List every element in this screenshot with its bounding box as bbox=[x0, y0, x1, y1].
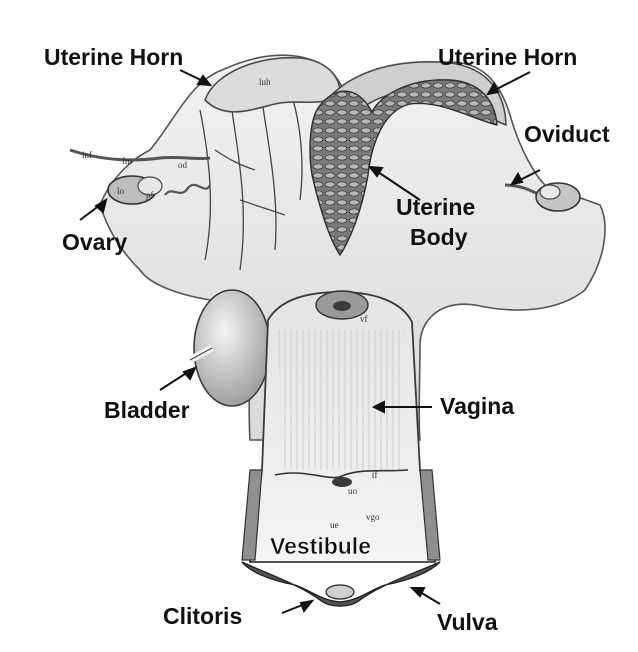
clitoris bbox=[326, 585, 354, 599]
label-clitoris: Clitoris bbox=[163, 603, 242, 629]
label-bladder: Bladder bbox=[104, 397, 190, 423]
annotation-od: od bbox=[178, 160, 188, 170]
annotation-tf: tf bbox=[372, 470, 378, 480]
label-uterine-horn-right: Uterine Horn bbox=[438, 44, 577, 70]
label-vestibule: Vestibule bbox=[270, 533, 371, 559]
annotation-fm: fm bbox=[122, 156, 132, 166]
label-uterine-body-line1: Uterine bbox=[396, 194, 475, 220]
annotation-vf: vf bbox=[360, 314, 368, 324]
annotation-inf: inf bbox=[82, 150, 92, 160]
label-vulva: Vulva bbox=[437, 609, 498, 635]
annotation-ue: ue bbox=[330, 520, 339, 530]
annotation-vgo: vgo bbox=[366, 512, 380, 522]
label-oviduct: Oviduct bbox=[524, 121, 610, 147]
annotation-pf: pf bbox=[146, 190, 154, 200]
label-uterine-horn-left: Uterine Horn bbox=[44, 44, 183, 70]
label-ovary: Ovary bbox=[62, 229, 127, 255]
annotation-uo: uo bbox=[348, 486, 358, 496]
label-uterine-body-line2: Body bbox=[410, 224, 468, 250]
annotation-lo: lo bbox=[117, 186, 125, 196]
label-vagina: Vagina bbox=[440, 393, 514, 419]
annotation-luh: luh bbox=[259, 77, 271, 87]
